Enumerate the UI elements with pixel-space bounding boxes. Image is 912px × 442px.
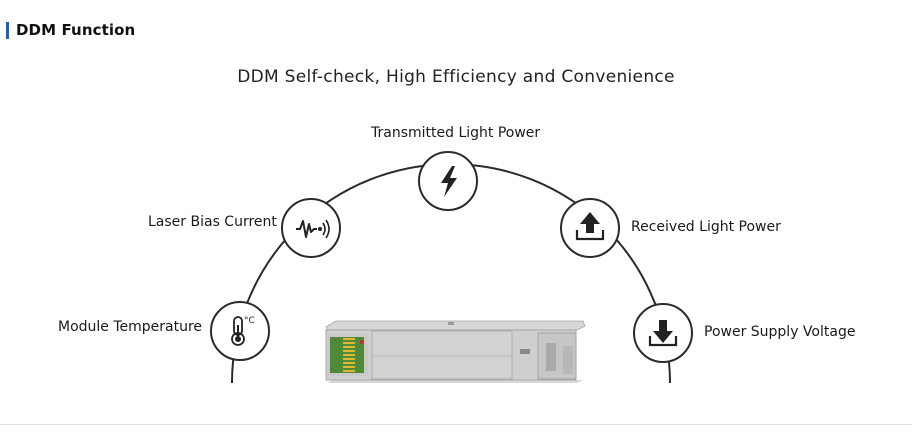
main-heading: DDM Self-check, High Efficiency and Conv…: [237, 67, 675, 87]
waveform-icon: [281, 198, 341, 258]
transmitted-light-power-label: Transmitted Light Power: [371, 125, 541, 141]
bottom-divider: [0, 424, 912, 425]
laser-bias-current-label: Laser Bias Current: [148, 214, 277, 230]
sfp-transceiver-image: [325, 320, 586, 383]
temperature-unit-text: °C: [244, 316, 255, 326]
module-temperature-label: Module Temperature: [58, 319, 203, 335]
lightning-bolt-icon: [418, 151, 478, 211]
section-title: DDM Function: [16, 21, 136, 39]
thermometer-icon: °C: [210, 301, 270, 361]
section-header: DDM Function: [6, 20, 135, 40]
upload-arrow-icon: [560, 198, 620, 258]
power-supply-voltage-label: Power Supply Voltage: [704, 324, 856, 340]
download-arrow-icon: [633, 303, 693, 363]
received-light-power-label: Received Light Power: [631, 219, 781, 235]
section-accent-bar: [6, 21, 9, 39]
